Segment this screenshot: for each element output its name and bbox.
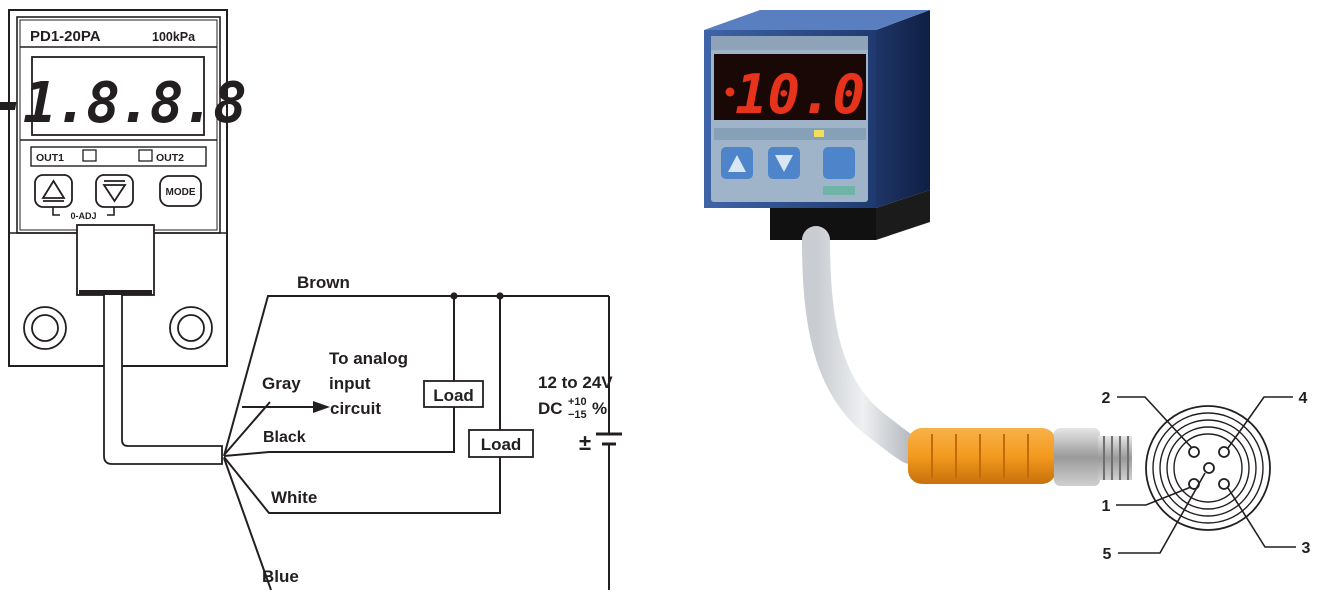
- lcd-reading: -1.8.8.8: [0, 71, 245, 136]
- photo-mode-button: [823, 147, 855, 179]
- photo-up-icon: [728, 155, 746, 172]
- gray-arrow-icon: [313, 401, 330, 413]
- down-button[interactable]: [95, 174, 134, 208]
- junction-dot: [450, 292, 458, 300]
- lcd-window: [31, 56, 205, 136]
- load-2-label: Load: [481, 435, 522, 454]
- pin-3-label: 3: [1302, 540, 1311, 557]
- junction-dot: [496, 292, 504, 300]
- tolerance-percent: %: [592, 399, 607, 418]
- pin-5: [1203, 462, 1215, 474]
- mounting-hole-right: [169, 306, 213, 350]
- supply-dc-label: DC: [538, 399, 563, 418]
- pin-5-label: 5: [1103, 546, 1112, 563]
- up-button[interactable]: [34, 174, 73, 208]
- mode-label: MODE: [166, 187, 196, 198]
- pin-2-label: 2: [1102, 390, 1111, 407]
- pin-2-leader: [1117, 396, 1193, 449]
- load-1-label: Load: [433, 386, 474, 405]
- pin-5-leader: [1118, 472, 1206, 554]
- sensor-front-drawing: PD1-20PA 100kPa -1.8.8.8 OUT1 OUT2: [0, 9, 247, 465]
- out2-label: OUT2: [156, 152, 184, 164]
- out2-led: [138, 149, 153, 162]
- out1-led: [82, 149, 97, 162]
- mounting-hole-left: [23, 306, 67, 350]
- black-label: Black: [263, 429, 306, 446]
- range-label: 100kPa: [152, 30, 196, 44]
- up-triangle-icon: [41, 179, 66, 202]
- sensor-photo: 10.0: [704, 10, 1132, 486]
- brown-label: Brown: [297, 273, 350, 292]
- photo-down-icon: [775, 155, 793, 172]
- pin-4-leader: [1227, 396, 1293, 449]
- pin-4: [1218, 446, 1230, 458]
- pin-4-label: 4: [1299, 390, 1308, 407]
- pin-2: [1188, 446, 1200, 458]
- load-2: Load: [468, 429, 534, 458]
- gray-label: Gray: [262, 374, 301, 393]
- cable-gland: [76, 224, 155, 296]
- output-indicator-bar: [30, 146, 207, 167]
- analog-line-2: input: [329, 374, 371, 393]
- battery-polarity-label: ±: [579, 430, 591, 455]
- blue-wire: [223, 457, 272, 591]
- photo-display: [714, 54, 866, 120]
- photo-cable: [802, 226, 924, 464]
- blue-label: Blue: [262, 567, 299, 586]
- photo-display-reading: 10.0: [735, 63, 865, 126]
- white-label: White: [271, 488, 317, 507]
- zero-adjust-label: 0-ADJ: [70, 211, 96, 221]
- pin-3: [1218, 478, 1230, 490]
- pin-1-label: 1: [1102, 498, 1111, 515]
- pin-3-leader: [1227, 487, 1296, 548]
- mode-button[interactable]: MODE: [159, 175, 202, 207]
- pin-1-leader: [1116, 486, 1192, 506]
- tolerance-plus: +10: [568, 396, 587, 408]
- black-wire: [223, 296, 455, 457]
- down-triangle-icon: [102, 180, 127, 203]
- analog-line-3: circuit: [330, 399, 381, 418]
- out1-label: OUT1: [36, 152, 64, 164]
- white-wire: [223, 296, 501, 514]
- gray-wire: [223, 401, 271, 456]
- photo-connector: [908, 428, 1132, 486]
- sensor-cable: [103, 295, 223, 465]
- model-label: PD1-20PA: [30, 28, 101, 45]
- supply-voltage-label: 12 to 24V: [538, 373, 613, 392]
- load-1: Load: [423, 380, 484, 408]
- connector-pinout: 2 4 1 5 3: [1102, 390, 1311, 563]
- analog-line-1: To analog: [329, 349, 408, 368]
- tolerance-minus: −15: [568, 409, 587, 421]
- brown-wire: [223, 295, 609, 457]
- wiring-schematic: ± Load Load Brown Gray To analog input c…: [223, 273, 622, 591]
